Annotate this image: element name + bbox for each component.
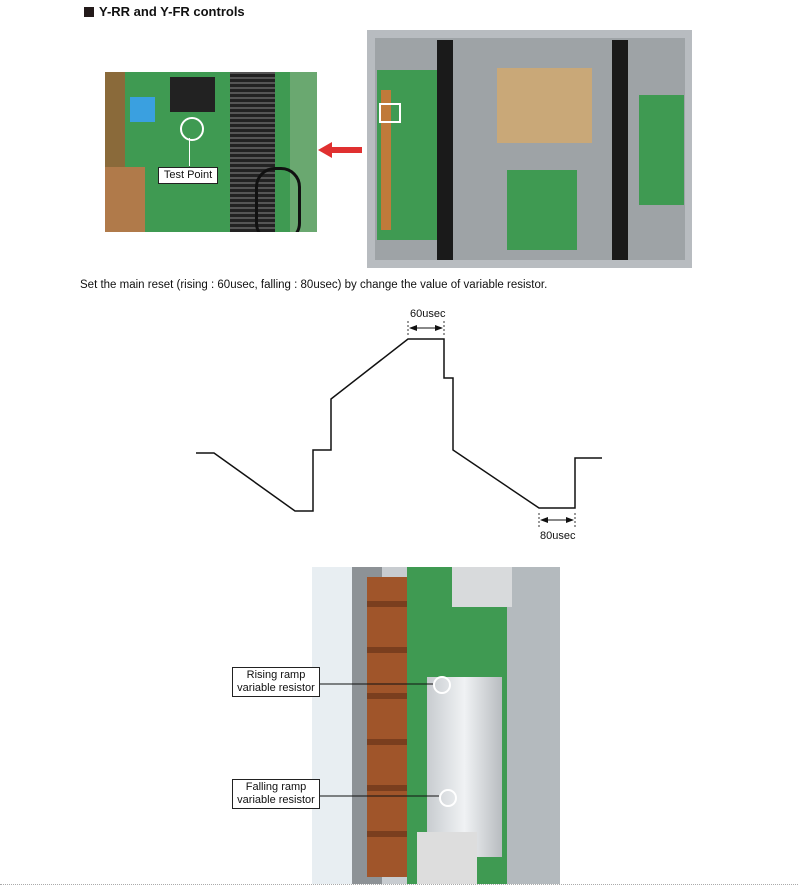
falling-label-line2: variable resistor	[237, 794, 315, 806]
test-point-callout: Test Point	[158, 167, 218, 184]
rising-label-line2: variable resistor	[237, 682, 315, 694]
falling-time-marker	[538, 513, 576, 528]
rising-time-label: 60usec	[410, 308, 446, 320]
rising-time-marker	[407, 321, 445, 336]
red-arrow-icon	[318, 142, 362, 158]
waveform-line	[196, 338, 602, 512]
falling-label-line1: Falling ramp	[245, 781, 307, 793]
falling-time-label: 80usec	[540, 530, 576, 542]
falling-ramp-resistor-callout: Falling ramp variable resistor	[232, 779, 320, 809]
section-title: Y-RR and Y-FR controls	[84, 4, 245, 19]
rising-label-line1: Rising ramp	[246, 669, 306, 681]
y-board-photo	[312, 567, 560, 884]
square-bullet-icon	[84, 6, 94, 17]
reset-waveform-diagram	[196, 321, 602, 528]
instruction-text: Set the main reset (rising : 60usec, fal…	[80, 279, 548, 291]
section-title-text: Y-RR and Y-FR controls	[99, 4, 245, 19]
page-bottom-divider	[0, 884, 798, 885]
rising-ramp-resistor-callout: Rising ramp variable resistor	[232, 667, 320, 697]
chassis-overview-photo	[367, 30, 692, 268]
closeup-board-photo	[105, 72, 317, 232]
